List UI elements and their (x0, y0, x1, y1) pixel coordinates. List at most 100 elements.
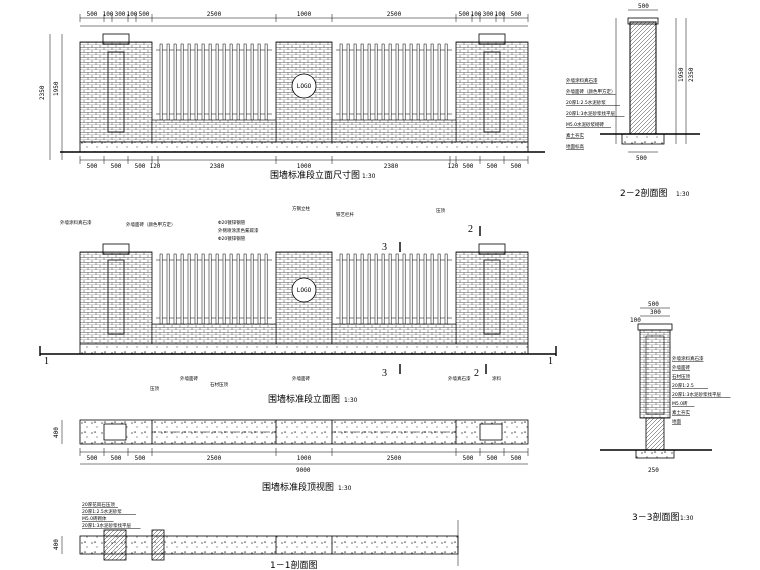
bottom-dim-5: 1000 (297, 163, 312, 170)
top-dim-0: 500 (87, 11, 98, 18)
top-dim-8: 500 (459, 11, 470, 18)
top-dim-10: 300 (483, 11, 494, 18)
top-dim-12: 500 (511, 11, 522, 18)
s22notes-note-1: 外墙面砖（颜色甲方定） (566, 88, 616, 95)
plan-dim-2: 500 (135, 455, 146, 462)
elev-std-scale: 1:30 (344, 397, 358, 404)
elev-std-title: 围墙标准段立面图 (268, 393, 340, 405)
s11-title: 1－1剖面图 (270, 559, 317, 570)
s33-dim-250: 250 (648, 467, 659, 474)
plan-scale: 1:30 (338, 485, 352, 492)
s22-scale: 1:30 (676, 191, 690, 198)
plan-dim-3: 2500 (207, 455, 222, 462)
std-note-2: Φ20镀锌钢管 (218, 219, 246, 226)
section-2-2: 500 1950 2350 外墙涂料真石漆外墙面砖（颜色甲方定）20厚1:2.5… (566, 3, 700, 199)
plan-dim-1: 500 (111, 455, 122, 462)
s33-title: 3－3剖面图 (632, 511, 679, 523)
bottom-dim-8: 500 (463, 163, 474, 170)
s33notes-note-2: 石材压顶 (672, 373, 690, 380)
s33-scale: 1:30 (680, 515, 694, 522)
left-pillar (79, 41, 153, 143)
bottom-dim-2: 500 (135, 163, 146, 170)
plan-dim-6: 500 (463, 455, 474, 462)
std-note-11: 外墙真石漆 (448, 375, 471, 382)
cut-mark-1-right: 1 (548, 356, 553, 367)
height-dim-2: 1950 (53, 81, 60, 96)
s33notes-note-1: 外墙面砖 (672, 364, 690, 371)
s22notes-note-5: 素土夯实 (566, 132, 584, 139)
logo-text: LOGO (297, 83, 312, 90)
s11notes-note-2: M5.0砖砌体 (82, 515, 107, 522)
plan-total: 9000 (296, 467, 311, 474)
s11-dim: 400 (53, 539, 60, 550)
std-note-5: 方钢立柱 (292, 205, 310, 212)
std-note-0: 外墙涂料真石漆 (60, 219, 92, 226)
cut-mark-2-bottom: 2 (474, 368, 479, 379)
std-note-10: 外墙面砖 (292, 375, 310, 382)
s33notes-note-5: M5.0砖 (672, 400, 688, 407)
bottom-dim-10: 500 (511, 163, 522, 170)
top-dim-11: 100 (495, 11, 506, 18)
s11notes-note-0: 20厚花岗石压顶 (82, 501, 115, 508)
std-note-6: 铁艺栏杆 (336, 211, 354, 218)
s22notes-note-0: 外墙涂料真石漆 (566, 77, 598, 84)
s22-title: 2－2剖面图 (620, 187, 667, 199)
cut-mark-3-bottom: 3 (382, 368, 387, 379)
cut-mark-3-top: 3 (382, 242, 387, 253)
bottom-dim-3: 120 (150, 163, 161, 170)
s22notes-note-3: 20厚1:3水泥砂浆找平层 (566, 110, 615, 117)
logo-text-2: LOGO (297, 287, 312, 294)
plan-side-dim: 400 (53, 427, 60, 438)
s33-dim-300: 300 (650, 309, 661, 316)
top-dim-9: 100 (471, 11, 482, 18)
top-dim-6: 1000 (297, 11, 312, 18)
plan-dim-7: 500 (487, 455, 498, 462)
s11notes-note-1: 20厚1:2.5水泥砂浆 (82, 508, 122, 515)
std-note-12: 涂料 (492, 375, 501, 382)
s33-dim-100: 100 (630, 317, 641, 324)
bottom-dim-0: 500 (87, 163, 98, 170)
logo-badge (291, 73, 317, 99)
s33notes-note-3: 20厚1:2.5 (672, 383, 694, 389)
elev-dim-scale: 1:30 (362, 173, 376, 180)
s33notes-note-4: 20厚1:3水泥砂浆找平层 (672, 391, 721, 398)
s33notes-note-7: 地面 (672, 418, 681, 425)
top-dim-7: 2500 (387, 11, 402, 18)
std-note-9: 石材压顶 (210, 381, 228, 388)
height-dim: 2350 (39, 85, 46, 100)
s11notes-note-3: 20厚1:3水泥砂浆找平层 (82, 522, 131, 529)
bottom-dim-4: 2380 (210, 163, 225, 170)
plan-dim-8: 500 (511, 455, 522, 462)
s22notes-note-4: M5.0水泥砂浆砌砖 (566, 121, 605, 128)
cut-mark-1-left: 1 (44, 356, 49, 367)
std-note-3: 外侧喷涂黑色氟碳漆 (218, 227, 259, 234)
s22notes-note-2: 20厚1:2.5水泥砂浆 (566, 99, 606, 106)
s22notes-note-6: 地面标高 (566, 143, 584, 150)
plan-title: 围墙标准段顶视图 (262, 481, 334, 493)
top-dim-1: 100 (103, 11, 114, 18)
std-note-13: 压顶 (150, 386, 159, 392)
std-note-4: Φ20镀锌钢管 (218, 235, 246, 242)
bottom-dim-9: 500 (487, 163, 498, 170)
plan-dim-5: 2500 (387, 455, 402, 462)
logo-badge-2 (291, 277, 317, 303)
right-pillar (455, 41, 529, 143)
top-dim-4: 500 (139, 11, 150, 18)
s22-bottom-dim: 500 (636, 155, 647, 162)
std-note-1: 外墙面砖（颜色甲方定） (126, 221, 176, 228)
std-note-7: 压顶 (436, 208, 445, 214)
elev-dim-title: 围墙标准段立面尺寸图 (270, 169, 360, 181)
bottom-dim-7: 120 (448, 163, 459, 170)
s22-top-dim: 500 (638, 3, 649, 10)
s33-dim-500: 500 (648, 301, 659, 308)
top-dim-3: 100 (127, 11, 138, 18)
elevation-standard: LOGO 1 1 3 3 2 2 外墙涂料真石漆外墙面砖（颜色甲方定）Φ20镀锌… (39, 205, 557, 405)
s22-dim-1950: 1950 (678, 67, 685, 82)
s33notes-note-6: 素土夯实 (672, 409, 690, 416)
bottom-dim-1: 500 (111, 163, 122, 170)
footing (79, 141, 529, 153)
plan-dim-0: 500 (87, 455, 98, 462)
